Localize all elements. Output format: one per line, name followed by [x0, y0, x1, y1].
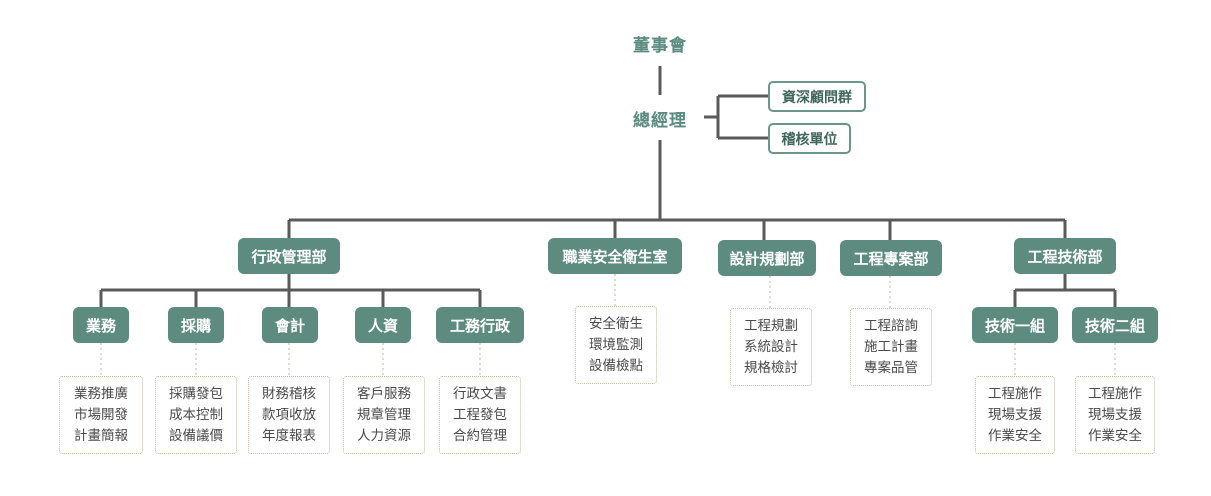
unit-purchasing[interactable]: 採購 — [168, 307, 224, 343]
unit-tech-group-2[interactable]: 技術二組 — [1072, 307, 1158, 343]
task-item: 作業安全 — [1088, 427, 1142, 444]
task-item: 合約管理 — [453, 427, 507, 444]
task-item: 工程施作 — [1088, 385, 1142, 402]
task-item: 業務推廣 — [74, 385, 128, 402]
tasks-purchasing: 採購發包 成本控制 設備議價 — [155, 376, 237, 454]
task-item: 設備檢點 — [589, 357, 643, 374]
task-item: 人力資源 — [357, 427, 411, 444]
unit-tech-group-1[interactable]: 技術一組 — [972, 307, 1058, 343]
task-item: 現場支援 — [1088, 406, 1142, 423]
gm-title: 總經理 — [633, 111, 687, 131]
task-item: 年度報表 — [262, 427, 316, 444]
dept-project[interactable]: 工程專案部 — [840, 240, 942, 276]
task-item: 財務稽核 — [262, 385, 316, 402]
dept-safety[interactable]: 職業安全衛生室 — [548, 238, 682, 274]
task-item: 採購發包 — [169, 385, 223, 402]
board-title: 董事會 — [633, 36, 687, 56]
tasks-tech-group-2: 工程施作 現場支援 作業安全 — [1075, 376, 1155, 454]
tasks-safety: 安全衛生 環境監測 設備檢點 — [575, 306, 657, 384]
task-item: 規章管理 — [357, 406, 411, 423]
task-item: 安全衛生 — [589, 315, 643, 332]
advisory-audit-unit[interactable]: 稽核單位 — [768, 123, 851, 154]
task-item: 市場開發 — [74, 406, 128, 423]
tasks-accounting: 財務稽核 款項收放 年度報表 — [248, 376, 330, 454]
task-item: 系統設計 — [744, 338, 798, 355]
task-item: 工程諮詢 — [864, 317, 918, 334]
task-item: 工程規劃 — [744, 317, 798, 334]
unit-hr[interactable]: 人資 — [355, 307, 411, 343]
task-item: 施工計畫 — [864, 338, 918, 355]
dept-design[interactable]: 設計規劃部 — [718, 240, 816, 276]
task-item: 作業安全 — [988, 427, 1042, 444]
tasks-business: 業務推廣 市場開發 計畫簡報 — [59, 376, 143, 454]
advisory-senior-consultants[interactable]: 資深顧問群 — [768, 81, 866, 112]
task-item: 環境監測 — [589, 336, 643, 353]
unit-business[interactable]: 業務 — [73, 307, 129, 343]
task-item: 工程發包 — [453, 406, 507, 423]
tasks-project: 工程諮詢 施工計畫 專案品管 — [850, 308, 932, 386]
tasks-design: 工程規劃 系統設計 規格檢討 — [730, 308, 812, 386]
task-item: 款項收放 — [262, 406, 316, 423]
task-item: 設備議價 — [169, 427, 223, 444]
task-item: 行政文書 — [453, 385, 507, 402]
tasks-tech-group-1: 工程施作 現場支援 作業安全 — [975, 376, 1055, 454]
dept-tech[interactable]: 工程技術部 — [1014, 238, 1116, 274]
task-item: 客戶服務 — [357, 385, 411, 402]
tasks-works-admin: 行政文書 工程發包 合約管理 — [439, 376, 521, 454]
dept-admin[interactable]: 行政管理部 — [238, 238, 340, 274]
unit-accounting[interactable]: 會計 — [262, 307, 318, 343]
task-item: 成本控制 — [169, 406, 223, 423]
task-item: 計畫簡報 — [74, 427, 128, 444]
tasks-hr: 客戶服務 規章管理 人力資源 — [343, 376, 425, 454]
task-item: 專案品管 — [864, 359, 918, 376]
task-item: 規格檢討 — [744, 359, 798, 376]
task-item: 工程施作 — [988, 385, 1042, 402]
unit-works-admin[interactable]: 工務行政 — [436, 307, 524, 343]
task-item: 現場支援 — [988, 406, 1042, 423]
